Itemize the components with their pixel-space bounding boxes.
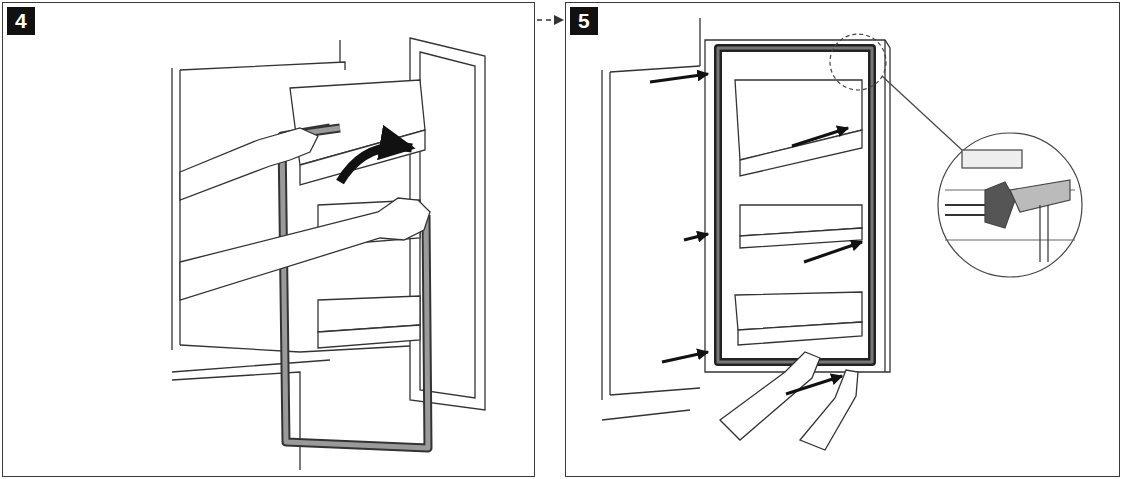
door (740, 228, 862, 248)
hands (180, 128, 430, 300)
press-arrows (786, 376, 842, 394)
lift-arrow (340, 147, 412, 182)
step-number: 4 (7, 7, 35, 35)
fridge-cabinet (610, 66, 700, 72)
detail-callout (938, 133, 1082, 277)
hands (720, 352, 858, 450)
door (740, 130, 862, 176)
door (300, 130, 425, 185)
door (738, 322, 862, 345)
fridge-cabinet (601, 70, 602, 400)
detail-callout (830, 34, 1082, 277)
fridge-cabinet (699, 18, 700, 66)
press-arrows (804, 242, 862, 262)
door-gasket (718, 48, 872, 362)
door-gasket (718, 48, 872, 362)
lift-arrow (340, 147, 412, 182)
door (318, 325, 420, 348)
step-number: 5 (570, 7, 598, 35)
fridge-cabinet (172, 360, 330, 372)
door (705, 40, 890, 372)
detail-callout (830, 34, 886, 90)
fridge-cabinet (602, 410, 690, 420)
step-panel: 4 (2, 2, 535, 477)
door-gasket (718, 48, 872, 362)
fridge-cabinet (179, 70, 180, 345)
fridge-cabinet (171, 68, 172, 350)
door (705, 40, 890, 372)
press-arrows (650, 74, 708, 82)
press-arrows (662, 352, 708, 362)
hands (800, 370, 858, 450)
door-gasket (282, 128, 428, 448)
fridge-cabinet (180, 62, 345, 70)
press-arrows (684, 234, 708, 240)
detail-callout (985, 182, 1015, 228)
fridge-cabinet (339, 40, 340, 62)
detail-callout (945, 205, 990, 215)
detail-callout (882, 76, 962, 150)
door (884, 40, 885, 372)
hands (180, 198, 430, 300)
fridge-cabinet (180, 345, 410, 352)
press-arrows (650, 74, 862, 394)
hands (180, 128, 318, 200)
fridge-cabinet (609, 72, 610, 395)
press-arrows (792, 128, 848, 146)
detail-callout (1040, 205, 1048, 262)
hands (720, 352, 820, 440)
step-arrow (537, 19, 563, 21)
detail-callout (962, 150, 1022, 168)
fridge-cabinet (610, 388, 700, 395)
door-gasket (282, 128, 428, 448)
door-gasket (282, 128, 428, 448)
step-panel: 5 (565, 2, 1120, 477)
